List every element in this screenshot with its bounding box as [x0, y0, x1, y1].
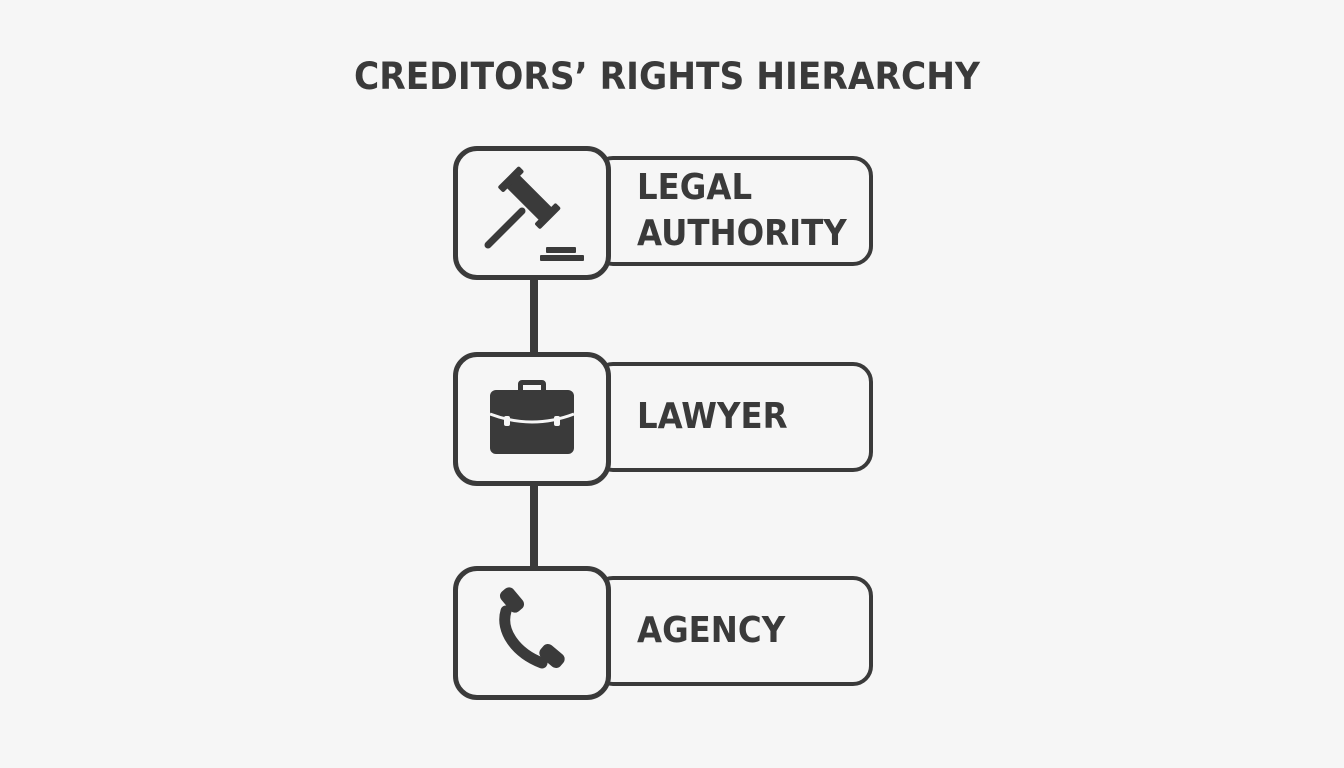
node-label-legal-authority: LEGAL AUTHORITY: [637, 167, 847, 254]
diagram-title: CREDITORS’ RIGHTS HIERARCHY: [354, 55, 980, 98]
gavel-icon: [484, 166, 584, 261]
label-box-agency: AGENCY: [593, 576, 873, 686]
label-box-lawyer: LAWYER: [593, 362, 873, 472]
hierarchy-node-agency: AGENCY: [453, 566, 877, 700]
icon-box-legal-authority: [453, 146, 611, 280]
icon-box-lawyer: [453, 352, 611, 486]
node-label-lawyer: LAWYER: [637, 396, 788, 437]
connector-line-1: [530, 278, 538, 356]
briefcase-icon: [489, 380, 575, 454]
label-box-legal-authority: LEGAL AUTHORITY: [593, 156, 873, 266]
node-label-agency: AGENCY: [637, 610, 786, 651]
hierarchy-node-legal-authority: LEGAL AUTHORITY: [453, 146, 877, 280]
connector-line-2: [530, 482, 538, 570]
hierarchy-node-lawyer: LAWYER: [453, 352, 877, 486]
icon-box-agency: [453, 566, 611, 700]
phone-icon: [499, 587, 565, 669]
